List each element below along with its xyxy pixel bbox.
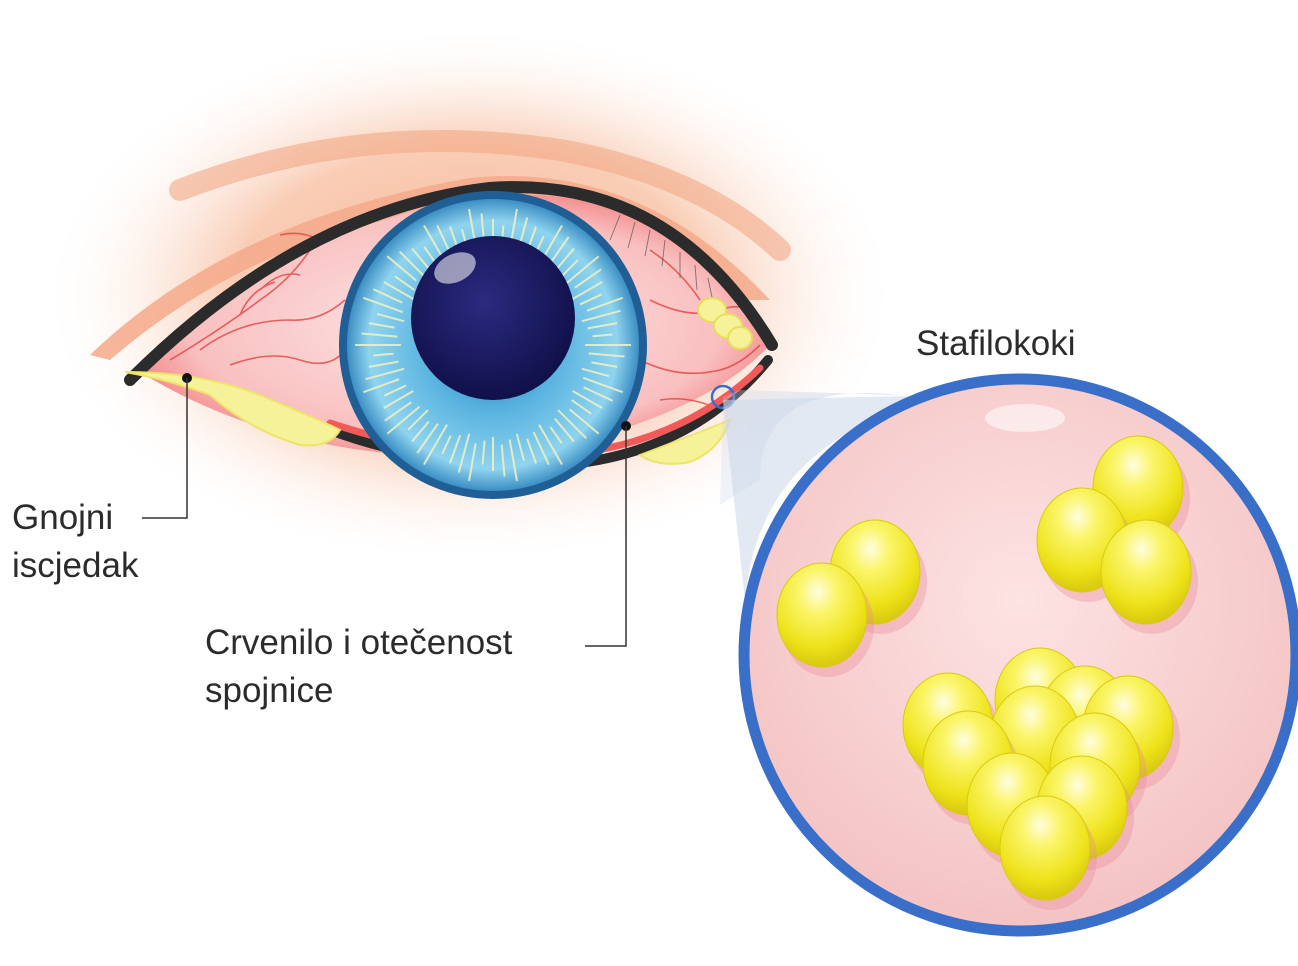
redness-label: Crvenilo i otečenost spojnice <box>205 619 512 715</box>
discharge-label-line2: iscjedak <box>12 542 138 590</box>
bacteria-label: Stafilokoki <box>916 320 1076 368</box>
discharge-label-line1: Gnojni <box>12 494 138 542</box>
coccus <box>1000 796 1090 900</box>
pupil <box>411 236 575 400</box>
discharge-label: Gnojni iscjedak <box>12 494 138 590</box>
coccus <box>1101 520 1191 624</box>
redness-label-line1: Crvenilo i otečenost <box>205 619 512 667</box>
coccus <box>777 563 867 667</box>
redness-label-line2: spojnice <box>205 667 512 715</box>
magnifier-glare <box>985 404 1065 432</box>
